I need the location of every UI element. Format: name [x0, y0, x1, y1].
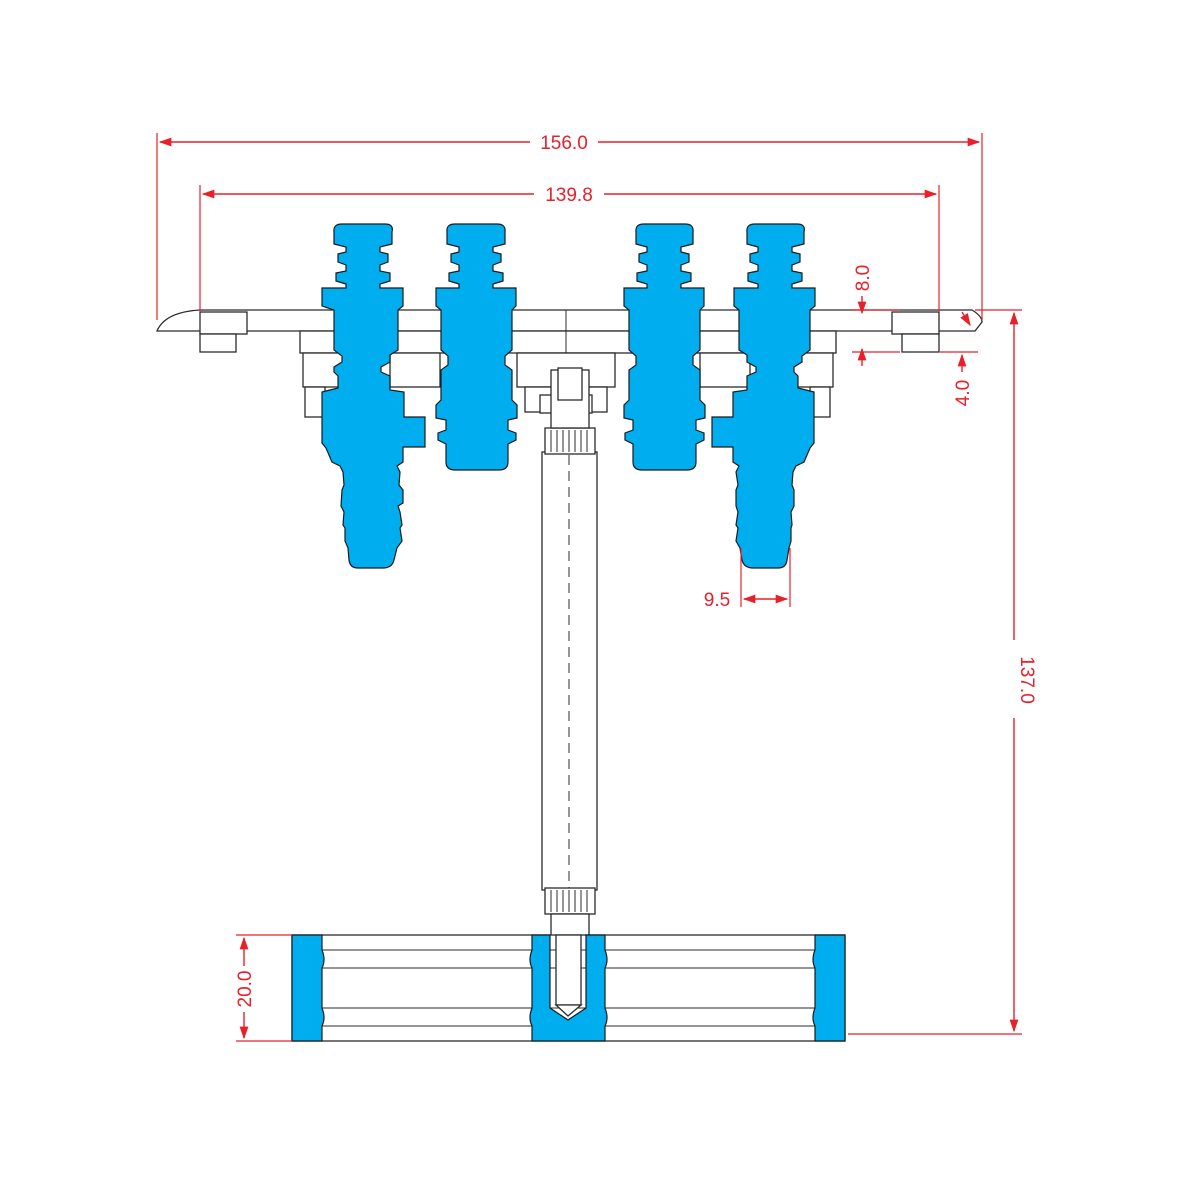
dimension-base-height: 20.0	[235, 934, 292, 1042]
dimension-lip-offset: 4.0	[940, 311, 978, 406]
dimension-total-height: 137.0	[848, 309, 1037, 1035]
push-fitting-2	[435, 223, 518, 471]
support-post	[541, 367, 598, 937]
dimension-manifold-height: 8.0	[852, 265, 900, 366]
hose-barb-fitting-1	[321, 223, 426, 569]
dim-inner-width-label: 139.8	[545, 185, 593, 206]
dim-overall-width-label: 156.0	[540, 133, 588, 154]
base-plate	[291, 934, 846, 1042]
dimension-overall-width: 156.0	[156, 133, 983, 320]
dimension-barb-width: 9.5	[704, 548, 791, 611]
dim-manifold-height-label: 8.0	[853, 265, 874, 291]
dim-barb-width-label: 9.5	[704, 590, 730, 611]
push-fitting-3	[623, 223, 706, 471]
dim-base-height-label: 20.0	[235, 971, 256, 1008]
dimension-inner-width: 139.8	[199, 185, 940, 312]
dim-lip-offset-label: 4.0	[953, 380, 974, 406]
dim-total-height-label: 137.0	[1016, 656, 1037, 704]
hose-barb-fitting-4	[711, 223, 816, 569]
